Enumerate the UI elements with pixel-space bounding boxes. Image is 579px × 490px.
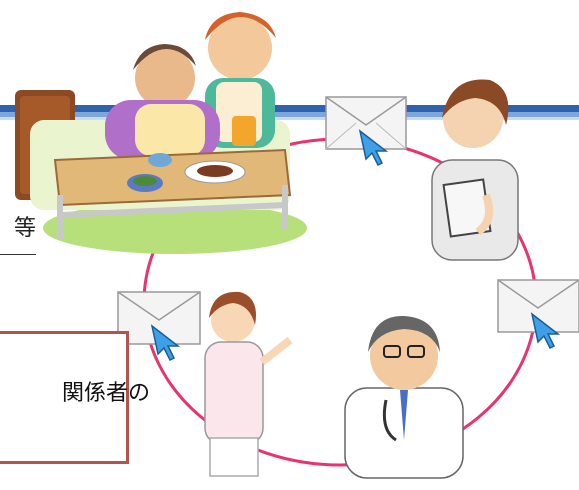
fragment-underline [0,254,36,255]
horizontal-band [0,105,579,120]
doctor-figure [344,315,464,479]
callout-box [0,331,129,464]
caregiver-scene [15,12,307,254]
cursor-arrow-icon [358,129,389,167]
envelope-icon [325,96,407,167]
callout-text: 関係者の [61,381,150,406]
envelope-icon [497,279,579,350]
fragment-text: 等 [13,216,36,241]
nurse-figure [204,291,293,477]
staff-woman-figure [431,79,519,261]
envelope-icon [117,291,201,362]
